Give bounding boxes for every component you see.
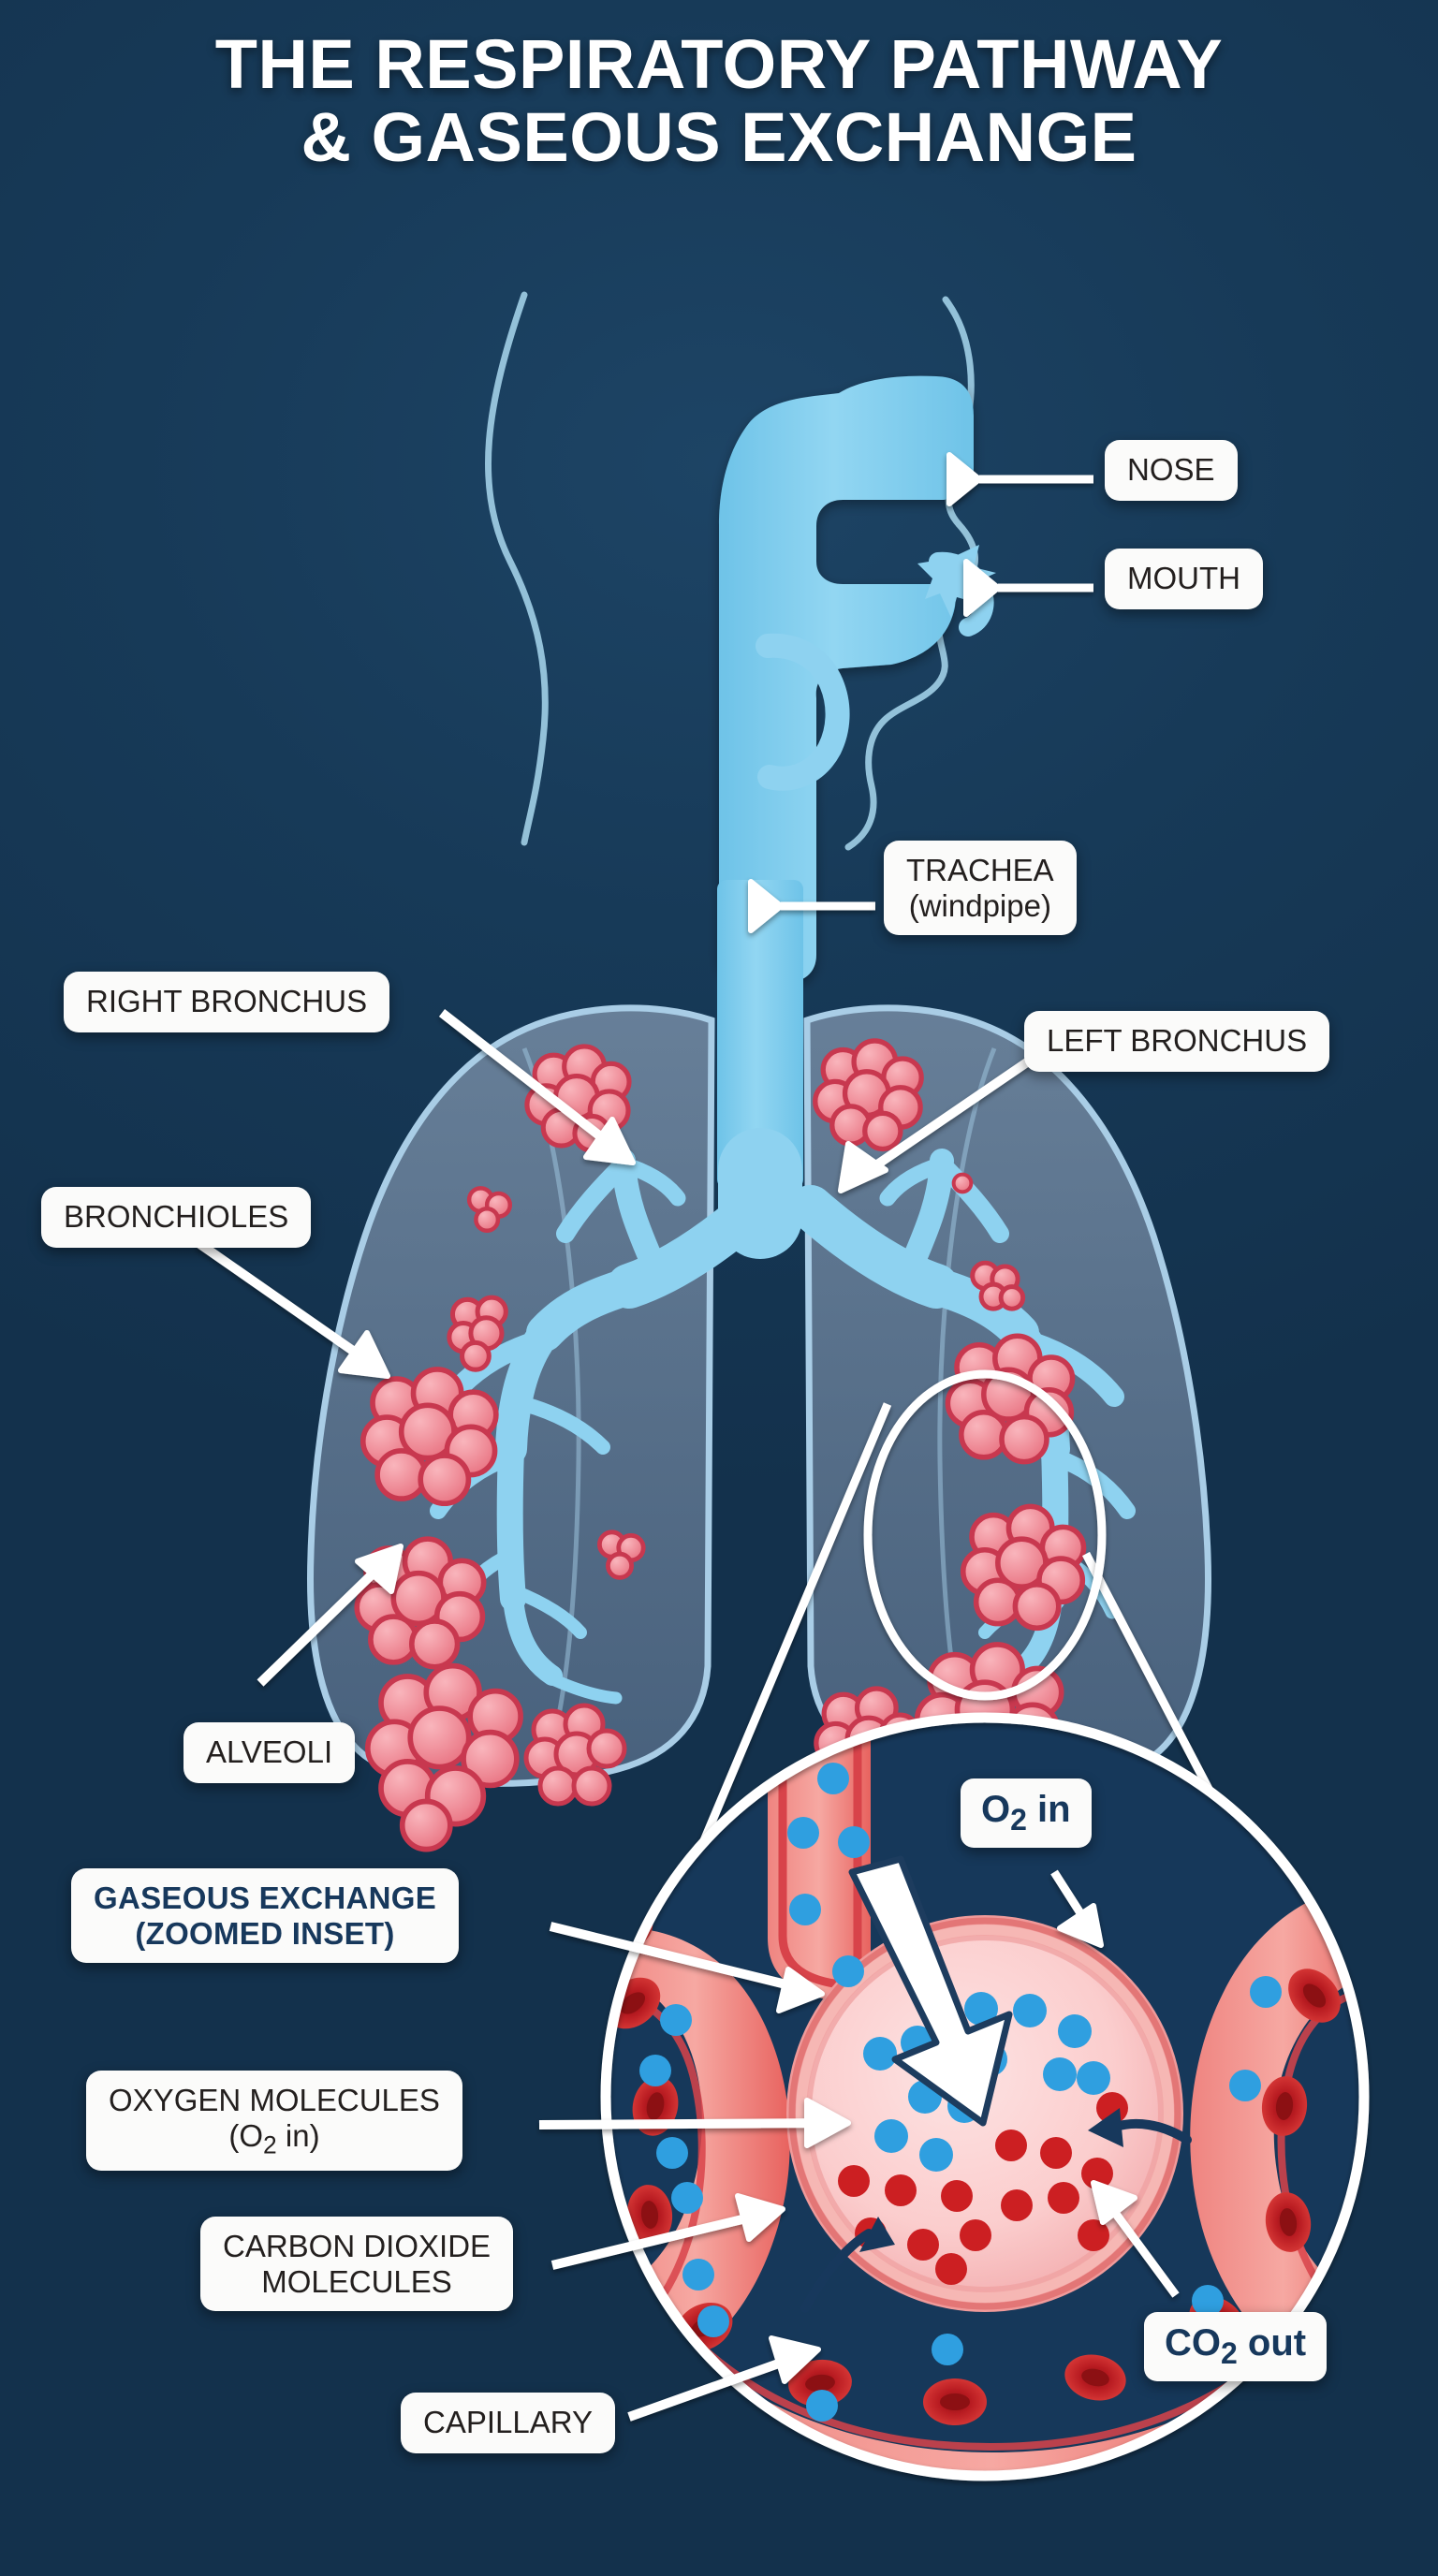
label-co2-line2: MOLECULES <box>261 2263 452 2299</box>
label-left-bronchus[interactable]: LEFT BRONCHUS <box>1024 1011 1330 1072</box>
label-carbon-dioxide-molecules[interactable]: CARBON DIOXIDE MOLECULES <box>200 2217 514 2312</box>
label-o2-in[interactable]: O2 in <box>961 1778 1092 1848</box>
label-gaseous-exchange-line2: (ZOOMED INSET) <box>135 1915 395 1951</box>
label-co2-out-symbol: CO <box>1165 2322 1221 2364</box>
label-oxygen-paren-open: (O <box>228 2117 264 2153</box>
label-oxygen-molecules[interactable]: OXYGEN MOLECULES (O2 in) <box>86 2071 462 2172</box>
label-gaseous-exchange-line1: GASEOUS EXCHANGE <box>94 1881 437 1915</box>
label-right-bronchus-text: RIGHT BRONCHUS <box>86 984 368 1018</box>
title-line-2: & GASEOUS EXCHANGE <box>301 98 1137 177</box>
label-capillary[interactable]: CAPILLARY <box>401 2393 615 2453</box>
label-o2-in-word: in <box>1026 1789 1071 1830</box>
label-right-bronchus[interactable]: RIGHT BRONCHUS <box>64 972 390 1032</box>
label-trachea-line1: TRACHEA <box>906 853 1054 887</box>
label-mouth-text: MOUTH <box>1127 561 1240 595</box>
label-co2-out-word: out <box>1237 2322 1307 2364</box>
label-bronchioles[interactable]: BRONCHIOLES <box>41 1187 312 1248</box>
page-title: THE RESPIRATORY PATHWAY & GASEOUS EXCHAN… <box>0 25 1438 177</box>
label-oxygen-subscript: 2 <box>263 2130 277 2159</box>
label-alveoli-text: ALVEOLI <box>206 1734 333 1769</box>
title-line-1: THE RESPIRATORY PATHWAY <box>214 25 1224 103</box>
label-capillary-text: CAPILLARY <box>423 2405 593 2439</box>
label-oxygen-paren-close: in) <box>276 2117 320 2153</box>
label-left-bronchus-text: LEFT BRONCHUS <box>1047 1023 1308 1058</box>
label-gaseous-exchange[interactable]: GASEOUS EXCHANGE (ZOOMED INSET) <box>71 1868 460 1964</box>
label-o2-in-symbol: O <box>981 1789 1011 1830</box>
label-oxygen-line2: (O2 in) <box>109 2118 440 2159</box>
label-nose-text: NOSE <box>1127 452 1215 487</box>
label-bronchioles-text: BRONCHIOLES <box>64 1199 289 1234</box>
label-co2-line1: CARBON DIOXIDE <box>223 2229 492 2263</box>
label-o2-in-subscript: 2 <box>1010 1803 1027 1837</box>
label-co2-out-subscript: 2 <box>1221 2336 1238 2370</box>
label-trachea[interactable]: TRACHEA (windpipe) <box>884 841 1077 936</box>
alveoli-clusters <box>354 1038 1087 1852</box>
label-alveoli[interactable]: ALVEOLI <box>183 1722 356 1783</box>
label-mouth[interactable]: MOUTH <box>1105 549 1263 609</box>
label-oxygen-line1: OXYGEN MOLECULES <box>109 2083 440 2117</box>
label-nose[interactable]: NOSE <box>1105 440 1238 501</box>
label-trachea-line2: (windpipe) <box>908 887 1051 923</box>
callout-leader-arrows <box>196 452 1180 2422</box>
label-co2-out[interactable]: CO2 out <box>1144 2312 1328 2381</box>
